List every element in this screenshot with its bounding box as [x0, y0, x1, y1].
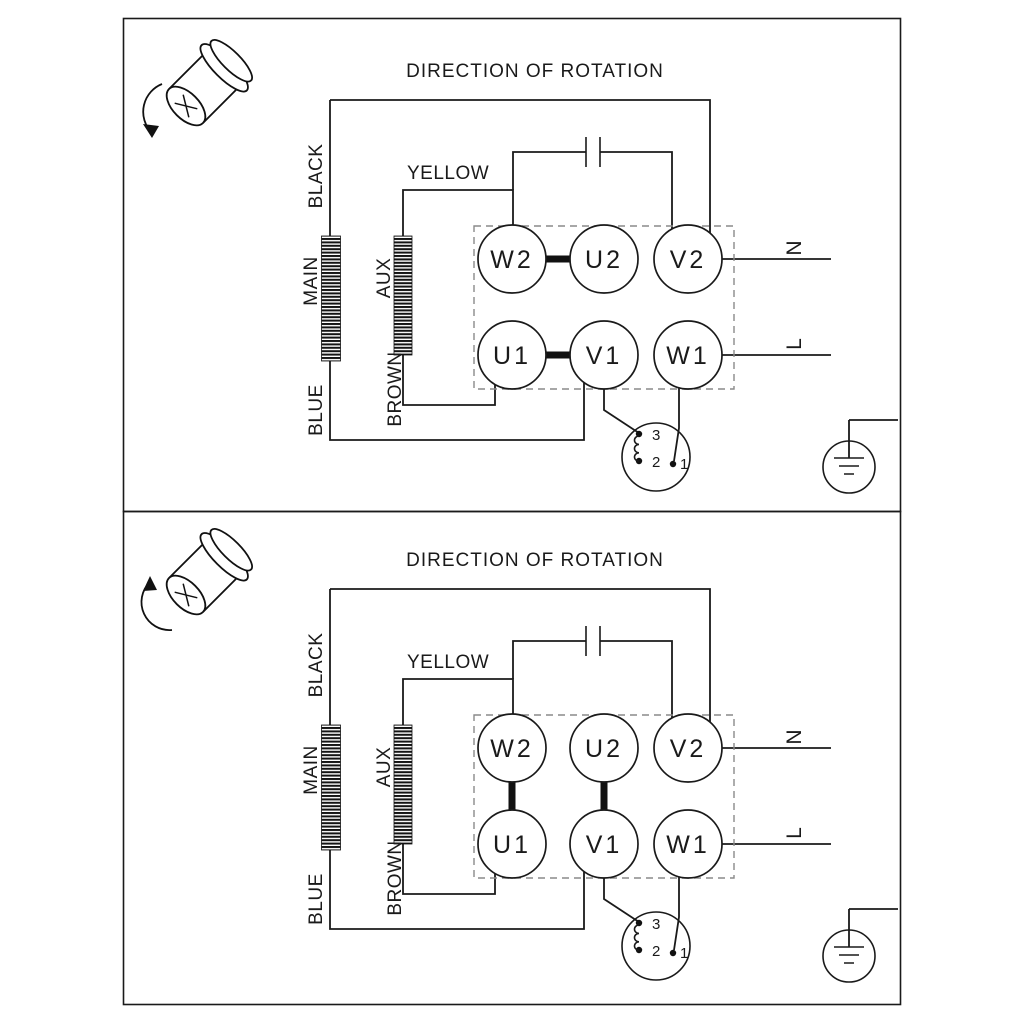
protector-outline — [621, 911, 691, 981]
motor-flange-cap — [209, 39, 253, 83]
protector-pin-1 — [669, 949, 677, 957]
motor-body — [168, 539, 242, 613]
panel-title: DIRECTION OF ROTATION — [406, 550, 664, 571]
label-neutral: N — [783, 240, 806, 255]
terminal-u1-label: U1 — [493, 342, 531, 370]
wire-capacitor-right — [600, 151, 673, 229]
capacitor-icon — [585, 626, 601, 656]
motor-flange-cap — [209, 528, 253, 572]
label-live: L — [783, 827, 806, 839]
terminal-w1 — [653, 809, 723, 879]
wire-capacitor-left — [512, 640, 586, 679]
label-blue: BLUE — [306, 873, 327, 925]
protector-outline — [621, 422, 691, 492]
terminal-w2-label: W2 — [490, 246, 534, 274]
ground-icon — [822, 908, 898, 983]
protector-coil-icon — [633, 924, 640, 951]
protector-coil-icon — [633, 435, 640, 462]
panel-rotation-2: DIRECTION OF ROTATION BLACK — [140, 528, 898, 983]
protector-pin-1 — [669, 460, 677, 468]
label-brown: BROWN — [385, 840, 406, 915]
protector-label-3: 3 — [652, 427, 660, 444]
terminal-v1-label: V1 — [586, 342, 623, 370]
rotation-arrow-head — [143, 576, 157, 591]
wire-blue-to-v1 — [329, 361, 585, 441]
wire-brown-to-u1 — [402, 844, 496, 895]
terminal-w1-label: W1 — [666, 342, 710, 370]
terminal-u1-label: U1 — [493, 831, 531, 859]
thermal-protector: 3 2 1 — [603, 388, 691, 492]
wire-black-to-v2 — [330, 588, 711, 722]
wire-capacitor-left — [512, 151, 586, 190]
terminal-u2 — [569, 224, 639, 294]
main-winding-coil — [321, 724, 341, 851]
wire-v1-to-protector — [603, 878, 640, 923]
label-yellow: YELLOW — [407, 652, 489, 673]
shaft-cross-icon — [174, 583, 198, 607]
ground-lead — [848, 419, 898, 458]
thermal-protector: 3 2 1 — [603, 877, 691, 981]
wire-w1-to-protector — [673, 388, 680, 462]
terminal-v2 — [653, 224, 723, 294]
terminal-u1 — [477, 320, 547, 390]
shaft-cross-icon — [174, 94, 198, 118]
wire-capacitor-right — [600, 640, 673, 718]
label-main: MAIN — [301, 745, 322, 795]
label-main: MAIN — [301, 256, 322, 306]
main-winding-coil — [321, 235, 341, 362]
terminal-w2 — [477, 713, 547, 783]
terminal-u2-label: U2 — [585, 735, 623, 763]
label-neutral: N — [783, 729, 806, 744]
label-aux: AUX — [374, 258, 395, 299]
motor-body — [168, 50, 242, 124]
panel-title: DIRECTION OF ROTATION — [406, 61, 664, 82]
ground-bars — [834, 946, 864, 964]
wire-blue-to-v1 — [329, 850, 585, 930]
wire-v1-to-protector — [603, 389, 640, 434]
ground-circle — [822, 440, 876, 494]
ground-icon — [822, 419, 898, 494]
panel-2-border — [122, 510, 902, 1006]
wire-brown-to-u1 — [402, 355, 496, 406]
panel-rotation-1: DIRECTION OF ROTATION BLACK — [142, 39, 898, 494]
terminal-v2 — [653, 713, 723, 783]
ground-circle — [822, 929, 876, 983]
label-black: BLACK — [306, 633, 327, 698]
aux-winding-coil — [393, 235, 413, 356]
wire-black-to-v2 — [330, 99, 711, 233]
protector-label-2: 2 — [652, 943, 660, 960]
wire-yellow-to-w2 — [402, 678, 514, 725]
wire-w1-to-protector — [673, 877, 680, 951]
motor-rotation-cw-icon — [142, 39, 253, 138]
terminal-v2-label: V2 — [670, 246, 707, 274]
protector-label-1: 1 — [680, 456, 688, 473]
label-yellow: YELLOW — [407, 163, 489, 184]
label-live: L — [783, 338, 806, 350]
ground-lead — [848, 908, 898, 947]
protector-label-1: 1 — [680, 945, 688, 962]
terminal-u1 — [477, 809, 547, 879]
label-black: BLACK — [306, 144, 327, 209]
capacitor-icon — [585, 137, 601, 167]
terminal-u2-label: U2 — [585, 246, 623, 274]
protector-label-3: 3 — [652, 916, 660, 933]
protector-label-2: 2 — [652, 454, 660, 471]
terminal-w2 — [477, 224, 547, 294]
ground-bars — [834, 457, 864, 475]
terminal-w1-label: W1 — [666, 831, 710, 859]
terminal-u2 — [569, 713, 639, 783]
terminal-v1-label: V1 — [586, 831, 623, 859]
wire-yellow-to-w2 — [402, 189, 514, 236]
label-blue: BLUE — [306, 384, 327, 436]
terminal-v2-label: V2 — [670, 735, 707, 763]
motor-rotation-ccw-icon — [140, 528, 253, 631]
label-aux: AUX — [374, 747, 395, 788]
terminal-w1 — [653, 320, 723, 390]
label-brown: BROWN — [385, 351, 406, 426]
aux-winding-coil — [393, 724, 413, 845]
rotation-arrow-head — [143, 124, 159, 138]
terminal-w2-label: W2 — [490, 735, 534, 763]
